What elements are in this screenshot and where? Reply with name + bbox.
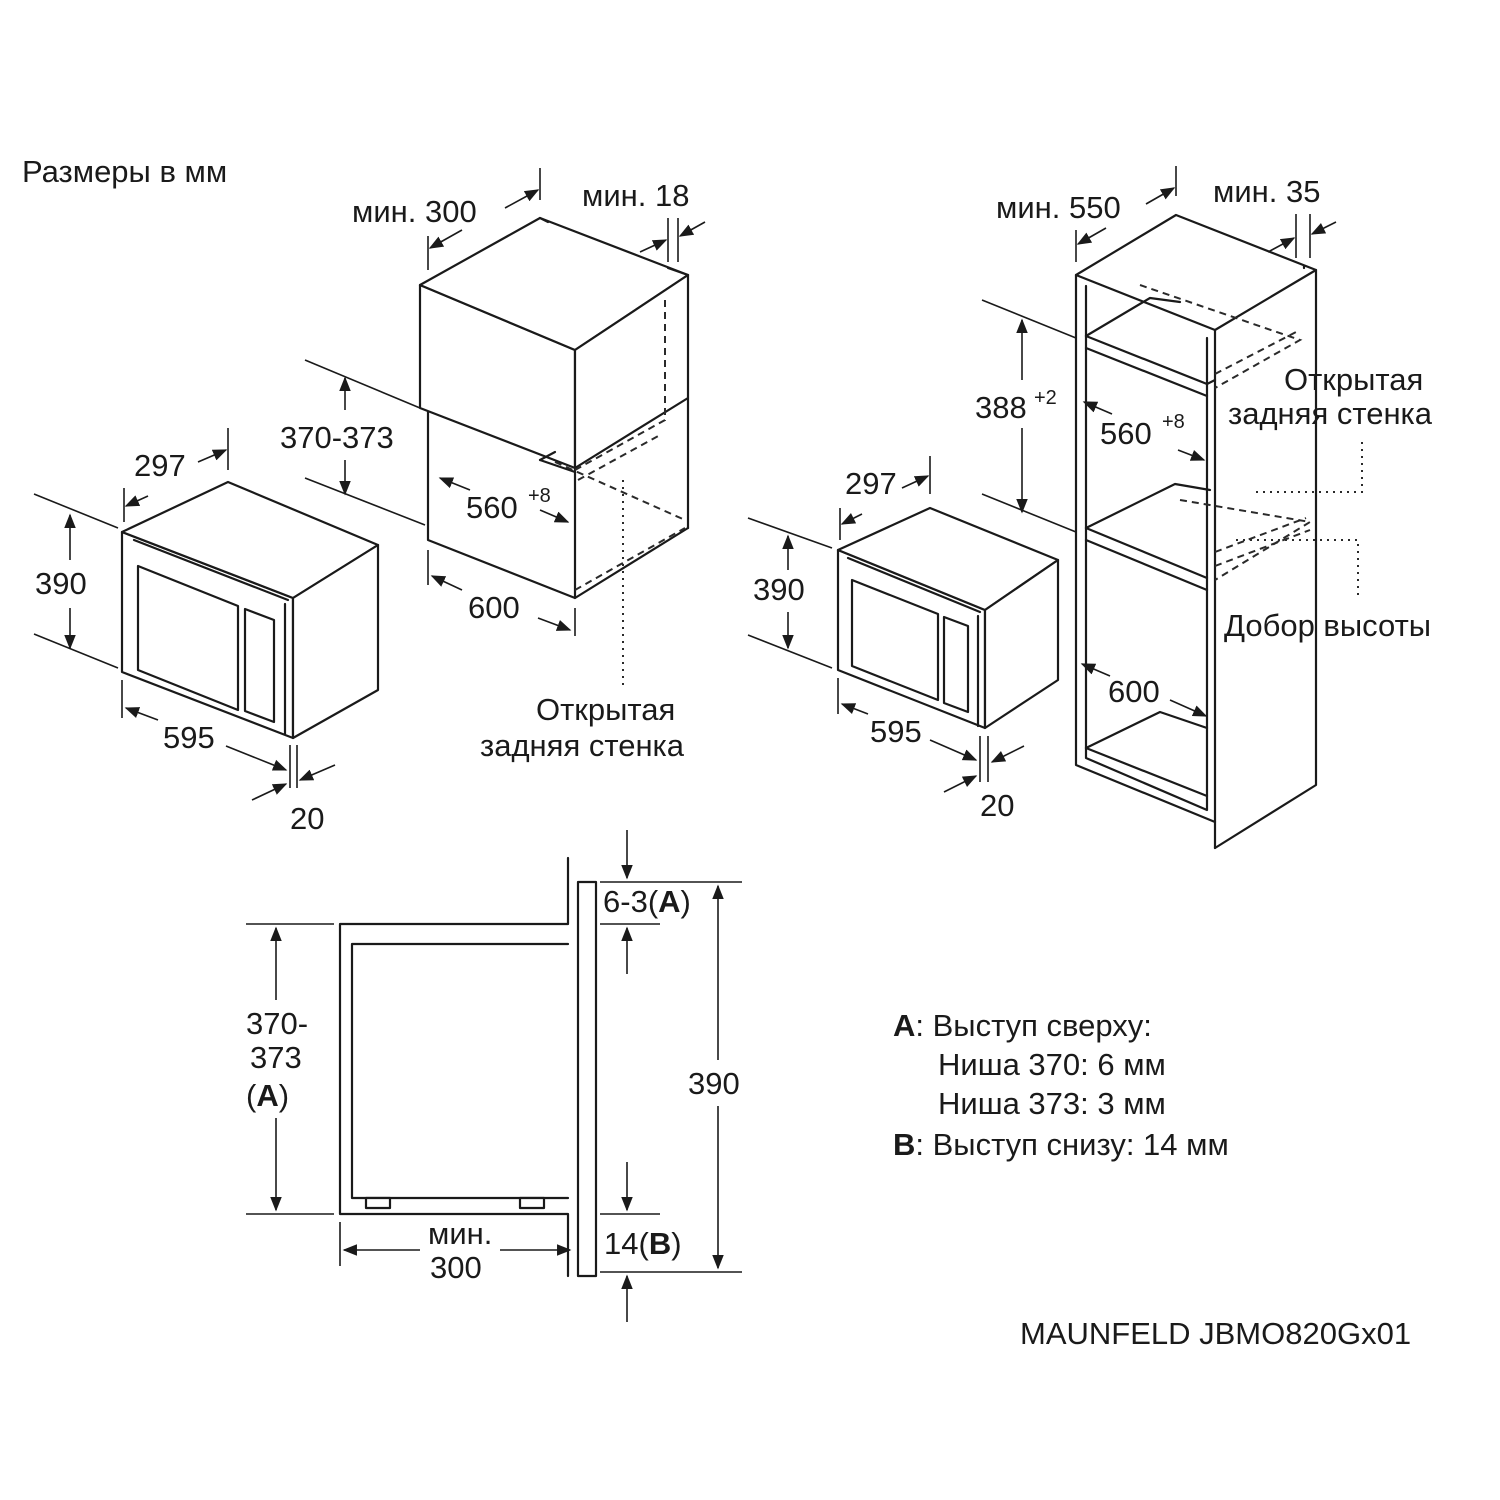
right-cabinet-dimensions: мин. 550 мин. 35 388 +2 560 +8 600 Откры… bbox=[975, 166, 1433, 717]
legend-a-line3: Ниша 373: 3 мм bbox=[938, 1086, 1166, 1121]
right-niche-width-label: 560 bbox=[1100, 416, 1152, 451]
right-oven-height-label: 390 bbox=[753, 572, 805, 607]
right-niche-note-line1: Открытая bbox=[1284, 362, 1423, 397]
side-bottom-gap: 14 bbox=[604, 1226, 638, 1261]
left-niche-thickness-label: мин. 18 bbox=[582, 178, 689, 213]
right-niche-depth-label: мин. 550 bbox=[996, 190, 1121, 225]
side-height-label: 390 bbox=[688, 1066, 740, 1101]
legend-a-line2: Ниша 370: 6 мм bbox=[938, 1047, 1166, 1082]
left-niche-note-line1: Открытая bbox=[536, 692, 675, 727]
page-title: Размеры в мм bbox=[22, 154, 227, 189]
right-niche-note-line2: задняя стенка bbox=[1228, 396, 1433, 431]
side-top-gap: 6-3 bbox=[603, 884, 648, 919]
side-min-depth-line1: мин. bbox=[428, 1216, 492, 1251]
left-oven-frame-label: 20 bbox=[290, 801, 324, 836]
legend-a-letter: A bbox=[893, 1008, 915, 1043]
side-niche-height-line2: 373 bbox=[250, 1040, 302, 1075]
side-section-view bbox=[338, 856, 598, 1278]
left-oven-depth-label: 297 bbox=[134, 448, 186, 483]
right-niche-height-label: 388 bbox=[975, 390, 1027, 425]
right-niche-cabinet-width-label: 600 bbox=[1108, 674, 1160, 709]
side-min-depth-line2: 300 bbox=[430, 1250, 482, 1285]
left-niche-height-label: 370-373 bbox=[280, 420, 394, 455]
left-niche-cabinet bbox=[418, 216, 690, 690]
left-niche-cabinet-width-label: 600 bbox=[468, 590, 520, 625]
right-niche-fill-note: Добор высоты bbox=[1224, 608, 1431, 643]
side-bottom-letter: B bbox=[649, 1226, 671, 1261]
right-niche-width-tolerance: +8 bbox=[1162, 411, 1185, 433]
left-microwave-dimensions: 297 390 595 20 bbox=[33, 428, 336, 836]
right-oven-frame-label: 20 bbox=[980, 788, 1014, 823]
svg-text:B: Выступ снизу: 14 мм: B: Выступ снизу: 14 мм bbox=[893, 1127, 1229, 1162]
right-niche-height-tolerance: +2 bbox=[1034, 387, 1057, 409]
svg-text:(A): (A) bbox=[246, 1078, 289, 1113]
left-niche-width-label: 560 bbox=[466, 490, 518, 525]
svg-text:14(B): 14(B) bbox=[604, 1226, 682, 1261]
legend-b-text: : Выступ снизу: 14 мм bbox=[915, 1127, 1228, 1162]
right-microwave-dimensions: 297 390 595 20 bbox=[747, 456, 1025, 823]
side-section-dimensions: 370- 373 (A) 6-3(A) 390 14(B) мин. 300 bbox=[246, 830, 742, 1322]
left-niche-dimensions: мин. 300 мин. 18 370-373 560 +8 600 Откр… bbox=[280, 168, 706, 763]
left-niche-depth-label: мин. 300 bbox=[352, 194, 477, 229]
right-microwave bbox=[836, 506, 1060, 730]
right-oven-width-label: 595 bbox=[870, 714, 922, 749]
legend-a-text: : Выступ сверху: bbox=[915, 1008, 1152, 1043]
svg-text:6-3(A): 6-3(A) bbox=[603, 884, 691, 919]
left-oven-height-label: 390 bbox=[35, 566, 87, 601]
side-niche-height-line1: 370- bbox=[246, 1006, 308, 1041]
side-top-letter: A bbox=[658, 884, 680, 919]
side-niche-paren-open: ( bbox=[246, 1078, 257, 1113]
legend: A: Выступ сверху: Ниша 370: 6 мм Ниша 37… bbox=[893, 1008, 1229, 1162]
right-oven-depth-label: 297 bbox=[845, 466, 897, 501]
legend-b-letter: B bbox=[893, 1127, 915, 1162]
left-oven-width-label: 595 bbox=[163, 720, 215, 755]
right-niche-thickness-label: мин. 35 bbox=[1213, 174, 1320, 209]
left-niche-note-line2: задняя стенка bbox=[480, 728, 685, 763]
side-niche-letter: A bbox=[256, 1078, 278, 1113]
model-name: MAUNFELD JBMO820Gx01 bbox=[1020, 1316, 1411, 1351]
left-niche-width-tolerance: +8 bbox=[528, 485, 551, 507]
right-tall-cabinet bbox=[1074, 213, 1363, 850]
svg-text:A: Выступ сверху:: A: Выступ сверху: bbox=[893, 1008, 1152, 1043]
side-niche-paren-close: ) bbox=[279, 1078, 289, 1113]
left-microwave bbox=[120, 480, 380, 740]
